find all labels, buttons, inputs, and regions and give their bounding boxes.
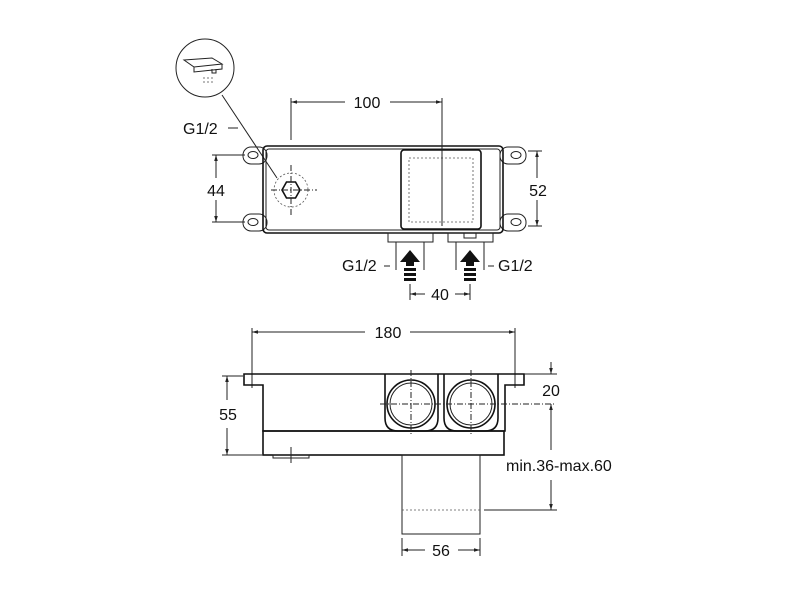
- mounting-ears: [242, 146, 527, 232]
- width-dim-100: 100: [354, 95, 381, 112]
- height-dim-44: 44: [207, 183, 225, 200]
- box-body-top: [262, 145, 504, 234]
- outlet-leader-line: [221, 94, 278, 179]
- inlet-right-label: G1/2: [498, 258, 533, 275]
- height-dim-52: 52: [529, 183, 547, 200]
- inlet-arrow-right-icon: [460, 250, 480, 281]
- depth-range-dim: min.36-max.60: [506, 458, 612, 475]
- inlet-left-label: G1/2: [342, 258, 377, 275]
- inlet-connectors: [387, 232, 494, 270]
- inlet-spacing-dim-40: 40: [431, 287, 449, 304]
- cartridge-square: [400, 149, 482, 230]
- box-base: [262, 430, 505, 456]
- height-dim-55: 55: [219, 407, 237, 424]
- outlet-hex: [271, 165, 317, 215]
- sleeve: [401, 454, 481, 535]
- side-view: 180 55 20 min.36-max.60: [219, 325, 612, 560]
- inlet-center-dim-20: 20: [542, 383, 560, 400]
- top-view: G1/2 100: [175, 38, 547, 304]
- outlet-label: G1/2: [183, 121, 218, 138]
- inlet-openings: [380, 370, 555, 436]
- sleeve-width-dim-56: 56: [432, 543, 450, 560]
- overall-width-dim-180: 180: [375, 325, 402, 342]
- inlet-arrow-left-icon: [400, 250, 420, 281]
- shower-spout-icon: [175, 38, 235, 98]
- box-body-side: [243, 373, 525, 432]
